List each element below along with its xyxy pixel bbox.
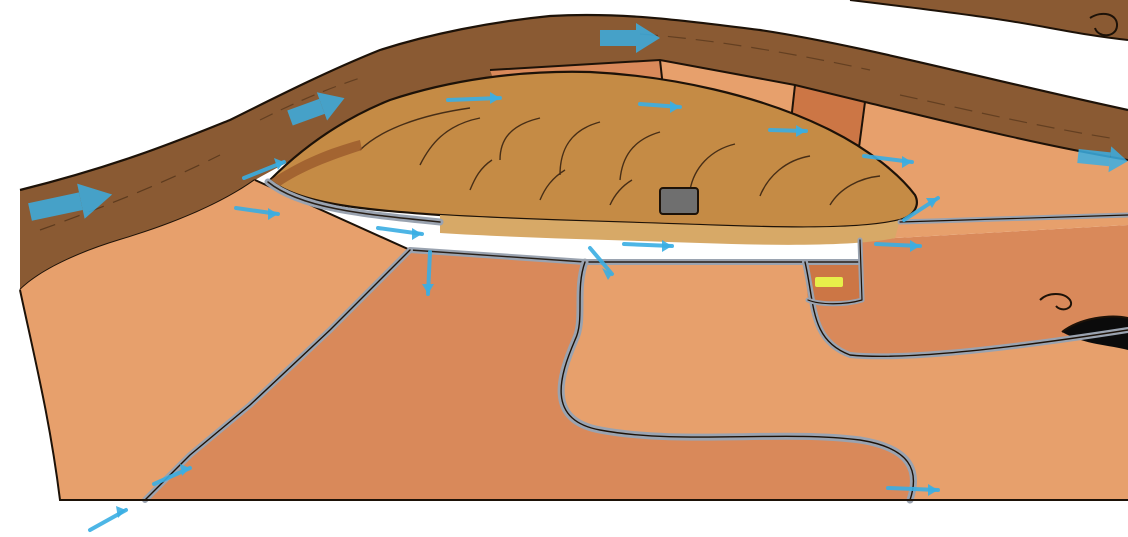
distant-channel bbox=[850, 0, 1128, 40]
small-tag bbox=[815, 277, 843, 287]
structure-icon bbox=[660, 188, 698, 214]
